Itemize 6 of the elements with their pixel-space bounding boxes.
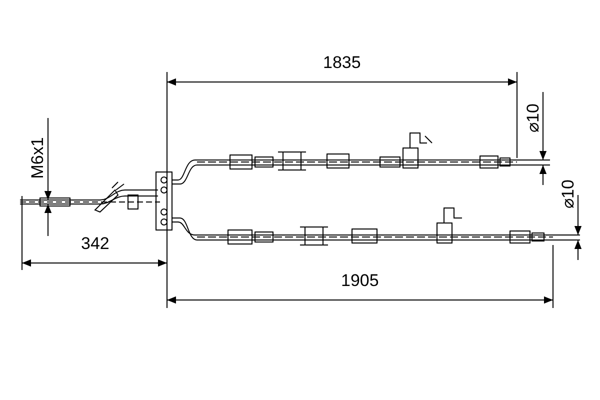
dimension-label: M6x1 <box>28 137 47 179</box>
dimension-label: ⌀10 <box>524 104 542 132</box>
dimension-label: 1905 <box>341 272 379 290</box>
dimension-label: ⌀10 <box>558 180 577 208</box>
dimension-label: 1835 <box>323 54 361 72</box>
dimension-label: 342 <box>81 235 110 253</box>
